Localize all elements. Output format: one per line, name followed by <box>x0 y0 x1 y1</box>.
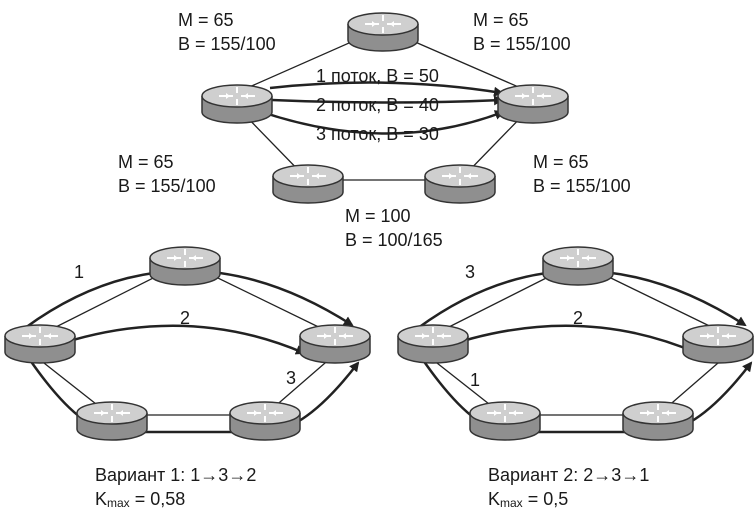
router-icon <box>229 401 301 441</box>
variant-1-path-label-middle: 2 <box>180 308 191 328</box>
lower-left-bandwidth: B = 155/100 <box>118 176 216 196</box>
variant-2-caption: Вариант 2: 2→3→1 <box>488 465 650 485</box>
variant-1-path-label-lower: 3 <box>286 368 297 388</box>
flow-3-arrow <box>261 110 505 135</box>
upper-right-metric: M = 65 <box>473 10 529 30</box>
variant-2-diagram <box>397 246 754 441</box>
router-icon <box>201 84 273 124</box>
router-icon <box>272 164 344 204</box>
router-icon <box>347 12 419 52</box>
router-icon <box>682 324 754 364</box>
flow-2-label: 2 поток, B = 40 <box>316 95 439 115</box>
path-2-arrow <box>434 324 699 355</box>
path-2-arrow <box>41 324 306 355</box>
router-icon <box>542 246 614 286</box>
router-icon <box>149 246 221 286</box>
router-icon <box>76 401 148 441</box>
router-icon <box>299 324 371 364</box>
variant-1-diagram <box>4 246 371 441</box>
upper-right-bandwidth: B = 155/100 <box>473 34 571 54</box>
upper-left-bandwidth: B = 155/100 <box>178 34 276 54</box>
router-icon <box>622 401 694 441</box>
upper-left-metric: M = 65 <box>178 10 234 30</box>
router-icon <box>424 164 496 204</box>
lower-right-bandwidth: B = 155/100 <box>533 176 631 196</box>
flow-1-arrow <box>269 81 504 97</box>
bottom-bandwidth: B = 100/165 <box>345 230 443 250</box>
variant-2-path-label-lower: 1 <box>470 370 481 390</box>
router-icon <box>469 401 541 441</box>
flow-1-label: 1 поток, B = 50 <box>316 66 439 86</box>
variant-1-path-label-upper: 1 <box>74 262 85 282</box>
top-diagram <box>201 12 569 204</box>
variant-2-path-label-middle: 2 <box>573 308 584 328</box>
router-icon <box>497 84 569 124</box>
variant-2-path-label-upper: 3 <box>465 262 476 282</box>
variant-1-kmax: Kmax = 0,58 <box>95 489 186 510</box>
flow-2-arrow <box>271 95 504 106</box>
router-icon <box>397 324 469 364</box>
bottom-metric: M = 100 <box>345 206 411 226</box>
variant-1-caption: Вариант 1: 1→3→2 <box>95 465 257 485</box>
lower-right-metric: M = 65 <box>533 152 589 172</box>
lower-left-metric: M = 65 <box>118 152 174 172</box>
flow-3-label: 3 поток, B = 30 <box>316 124 439 144</box>
variant-2-kmax: Kmax = 0,5 <box>488 489 569 510</box>
router-icon <box>4 324 76 364</box>
